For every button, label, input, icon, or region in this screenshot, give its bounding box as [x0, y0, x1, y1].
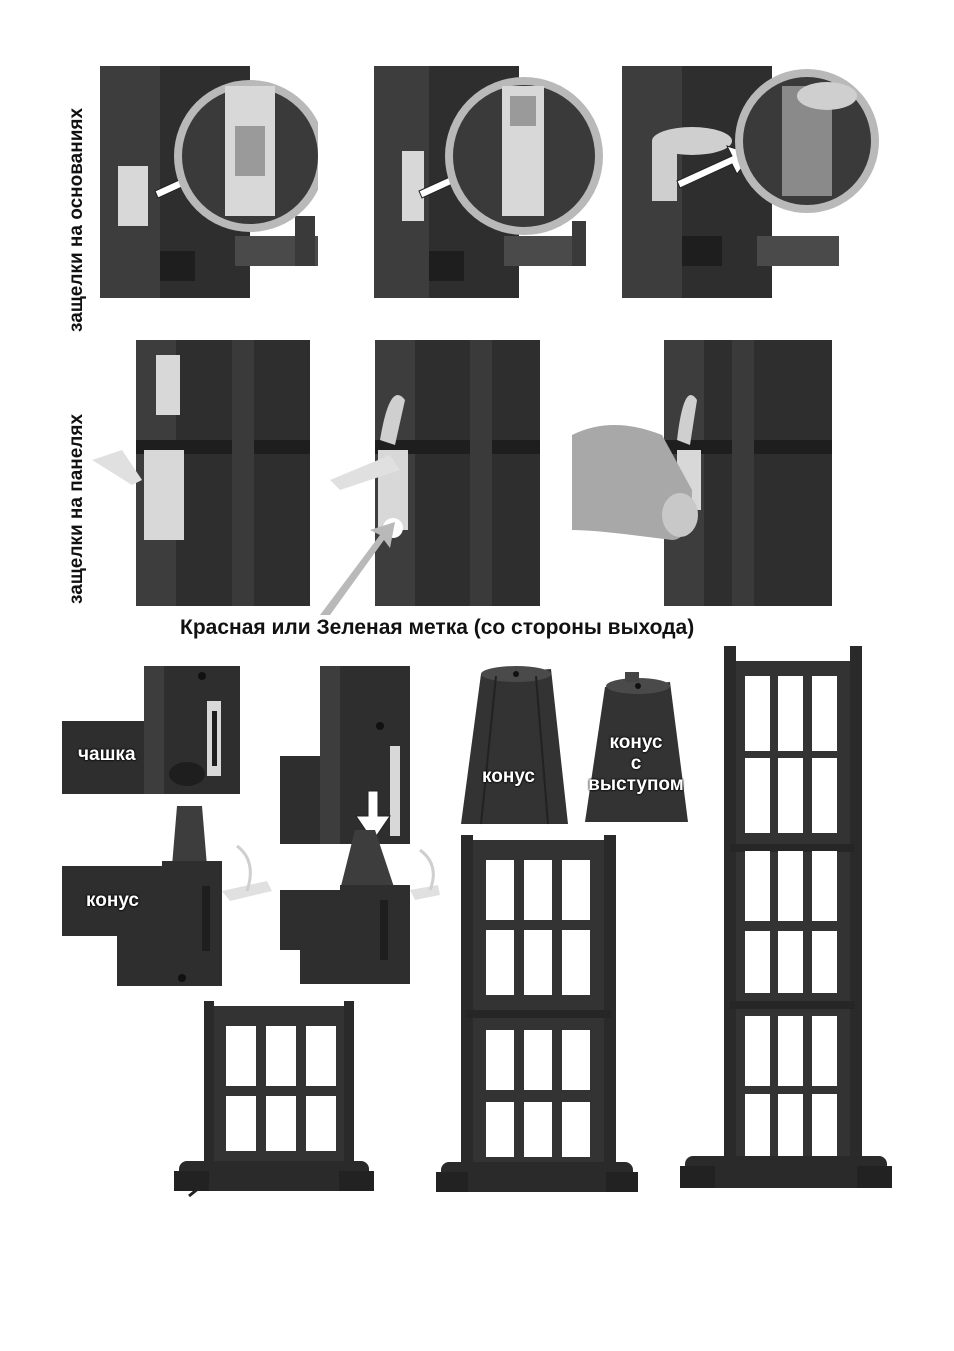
gate-one-panel [174, 996, 374, 1208]
mark-caption: Красная или Зеленая метка (со стороны вы… [180, 616, 694, 640]
cup-photo [62, 666, 240, 794]
cone-insert-photo [280, 830, 442, 984]
cup-insert-photo [280, 666, 410, 844]
cone-joint-label: конус [86, 890, 139, 911]
cone-tab-label-line2: с [580, 753, 692, 774]
cone-tab-label: конус с выступом [580, 732, 692, 795]
panel-latch-photo-1 [92, 340, 310, 606]
panel-latch-photo-2 [320, 340, 540, 615]
base-latch-photo-2 [374, 66, 606, 310]
panel-latch-photo-3 [572, 340, 832, 606]
gate-two-panels [436, 830, 638, 1206]
cup-label: чашка [78, 744, 136, 765]
cone-tab-label-line3: выступом [580, 774, 692, 795]
base-latches-label: защелки на основаниях [66, 108, 88, 332]
gate-three-panels [680, 646, 892, 1206]
base-latch-photo-3 [622, 66, 884, 310]
base-latch-photo-1 [100, 66, 318, 310]
panel-latches-label: защелки на панелях [66, 414, 88, 604]
cone-tab-label-line1: конус [580, 732, 692, 753]
cone-plain-photo [456, 664, 574, 834]
cone-plain-label: конус [482, 766, 535, 787]
